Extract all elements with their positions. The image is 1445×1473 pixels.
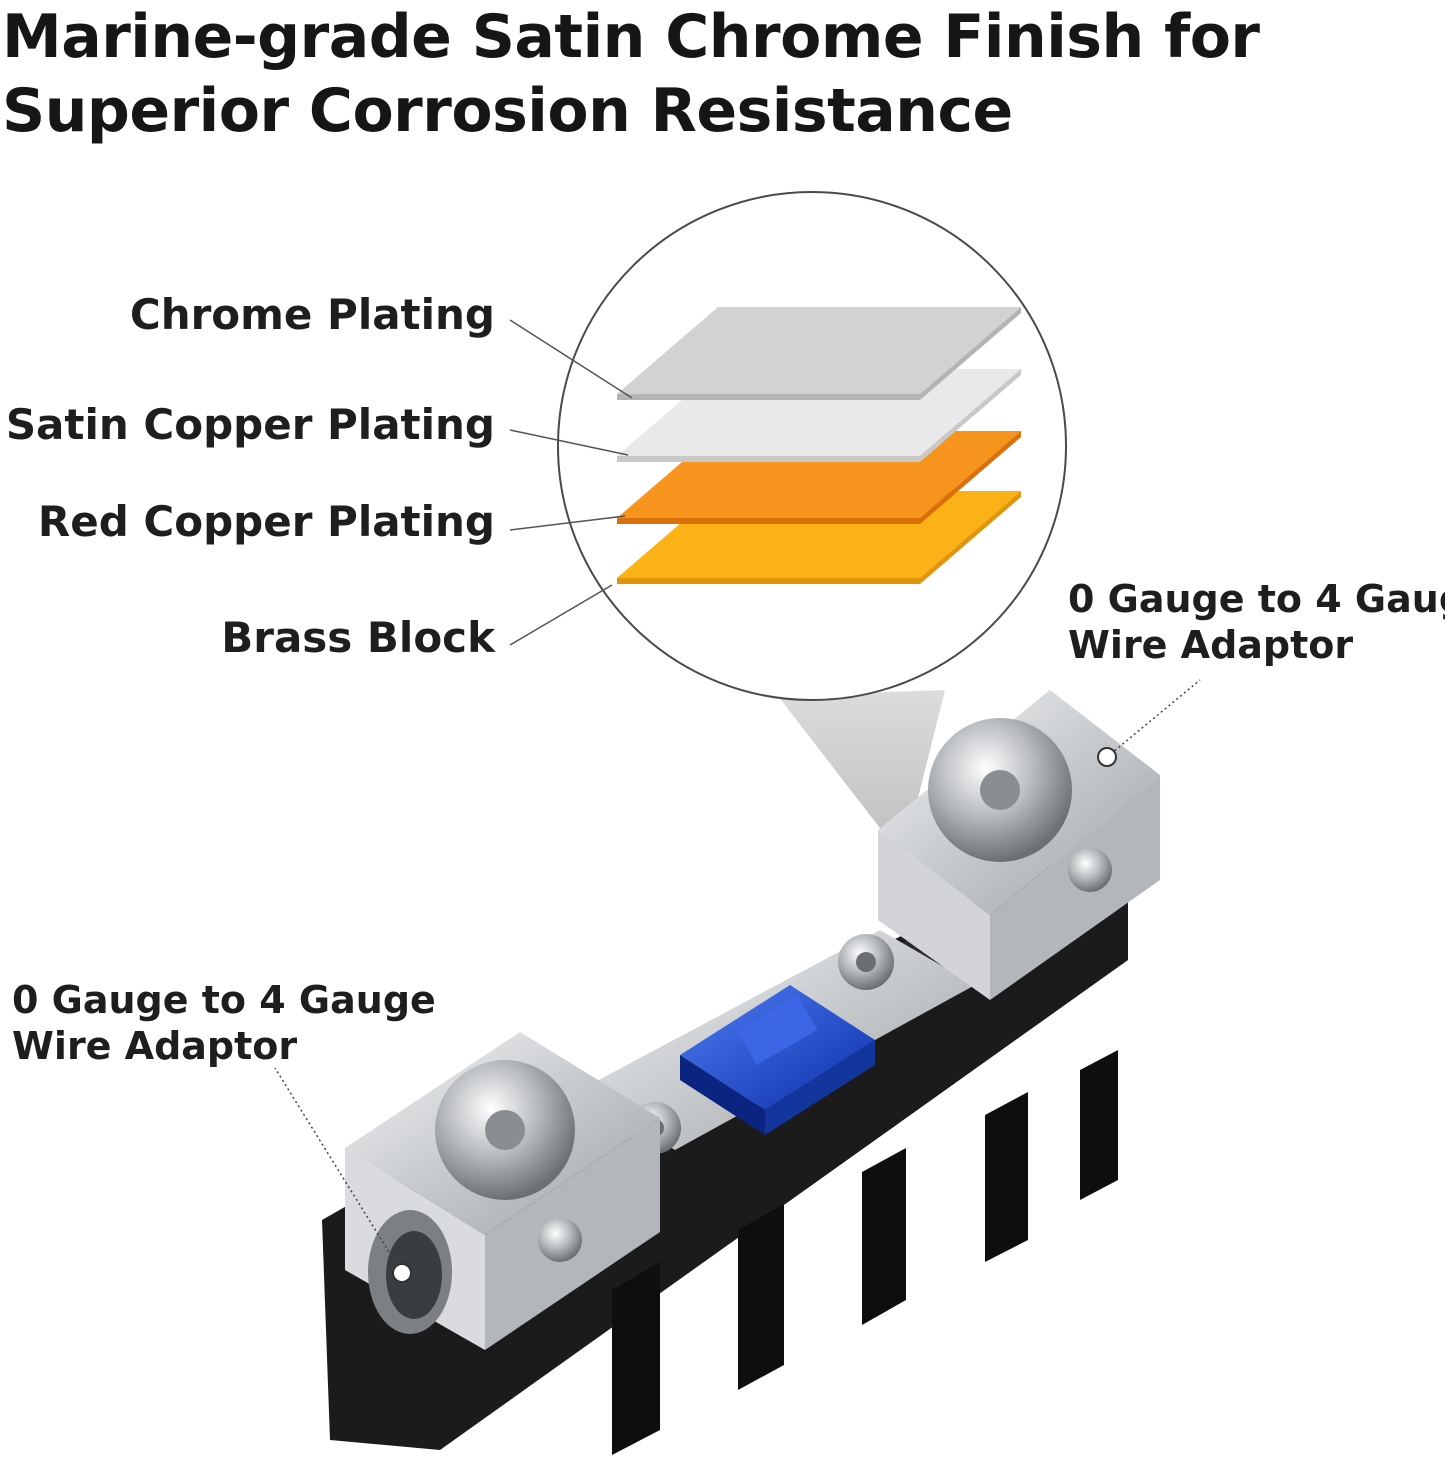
right-adaptor-marker bbox=[1097, 747, 1117, 767]
left-adaptor-marker bbox=[392, 1263, 412, 1283]
label-chrome-plating: Chrome Plating bbox=[129, 290, 495, 339]
satin-copper-leader-line bbox=[509, 429, 629, 456]
left-adaptor-line-1: 0 Gauge to 4 Gauge bbox=[12, 978, 436, 1022]
layer-leader-lines bbox=[509, 319, 633, 646]
label-red-copper-plating: Red Copper Plating bbox=[37, 497, 495, 546]
fuse-holder bbox=[322, 690, 1160, 1455]
right-adaptor-line-1: 0 Gauge to 4 Gaug bbox=[1068, 577, 1445, 621]
brass-leader-line bbox=[509, 584, 613, 646]
right-adaptor-line-2: Wire Adaptor bbox=[1068, 623, 1354, 667]
label-satin-copper-plating: Satin Copper Plating bbox=[5, 400, 495, 449]
red-copper-leader-line bbox=[509, 515, 626, 531]
page-title: Marine-grade Satin Chrome Finish for Sup… bbox=[2, 0, 1260, 148]
label-brass-block: Brass Block bbox=[221, 613, 495, 662]
title-line-2: Superior Corrosion Resistance bbox=[2, 76, 1013, 146]
chrome-plate bbox=[617, 307, 1021, 394]
left-adaptor-leader bbox=[274, 1067, 403, 1274]
right-terminal-side bbox=[990, 775, 1160, 1000]
plating-layers bbox=[617, 307, 1021, 584]
chrome-leader-line bbox=[509, 319, 633, 399]
right-adaptor-leader bbox=[1106, 679, 1201, 758]
left-adaptor-line-2: Wire Adaptor bbox=[12, 1024, 298, 1068]
housing-ribs bbox=[612, 1050, 1118, 1455]
right-terminal-front bbox=[878, 830, 990, 1000]
right-adaptor-label: 0 Gauge to 4 Gaug Wire Adaptor bbox=[1068, 576, 1445, 668]
title-line-1: Marine-grade Satin Chrome Finish for bbox=[2, 2, 1260, 72]
left-adaptor-label: 0 Gauge to 4 Gauge Wire Adaptor bbox=[12, 977, 436, 1069]
fuse-icon bbox=[680, 985, 875, 1135]
